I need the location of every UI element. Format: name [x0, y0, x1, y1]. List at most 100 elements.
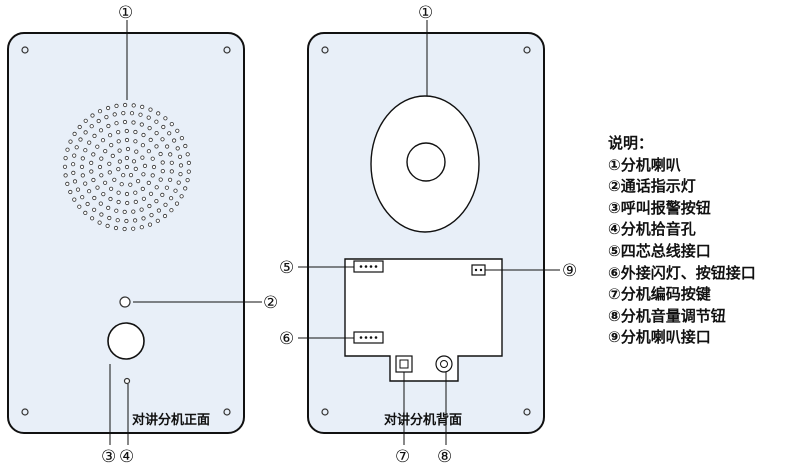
speaker-grill-hole: [97, 109, 103, 114]
speaker-grill-hole: [83, 210, 88, 215]
speaker-grill-hole: [65, 147, 70, 152]
speaker-grill-hole: [116, 130, 121, 135]
front-panel: 对讲分机正面: [7, 32, 245, 434]
speaker-grill-hole: [164, 185, 169, 190]
callout-1-front: ①: [118, 3, 133, 23]
screw-hole: [223, 408, 231, 416]
speaker-grill-hole: [119, 182, 124, 187]
speaker-grill-hole: [83, 130, 88, 135]
speaker-grill-hole: [63, 173, 68, 178]
front-panel-body: [7, 32, 245, 434]
code-button[interactable]: [395, 355, 413, 373]
speaker-grill-hole: [124, 218, 129, 224]
speaker-grill-hole: [109, 143, 114, 148]
callout-8: ⑧: [437, 447, 452, 467]
speaker-grill-hole: [139, 207, 144, 212]
speaker-grill-hole: [142, 163, 148, 168]
screw-hole: [21, 408, 29, 416]
speaker-grill-hole: [112, 177, 117, 182]
speaker-grill-hole: [80, 156, 85, 161]
speaker-grill-hole: [113, 225, 119, 231]
speaker-grill-hole: [167, 131, 172, 136]
speaker-grill-hole: [124, 137, 130, 143]
call-alarm-button[interactable]: [107, 322, 145, 360]
speaker-grill-hole: [110, 153, 115, 158]
speaker-grill-hole: [141, 196, 146, 201]
speaker-grill-hole: [168, 152, 173, 157]
volume-knob[interactable]: [435, 355, 453, 373]
speaker-grill-hole: [85, 201, 90, 207]
speaker-grill-hole: [121, 111, 126, 116]
speaker-grill-hole: [163, 116, 168, 121]
speaker-grill-hole: [141, 172, 146, 177]
speaker-grill-hole: [78, 137, 83, 142]
legend-item: ③呼叫报警按钮: [608, 198, 711, 217]
legend-item: ④分机拾音孔: [608, 220, 696, 239]
speaker-grill-hole: [124, 191, 130, 197]
speaker-grill-hole: [147, 222, 153, 227]
speaker-grill-hole: [100, 138, 106, 143]
speaker-grill-hole: [115, 218, 120, 223]
speaker-grill-hole: [92, 195, 97, 201]
callout-4: ④: [119, 447, 134, 467]
speaker-grill-hole: [83, 148, 88, 153]
speaker-grill-hole: [141, 132, 146, 138]
speaker-grill-hole: [99, 156, 104, 161]
speaker-grill-hole: [114, 103, 119, 109]
speaker-grill-hole: [150, 173, 155, 178]
speaker-grill-hole: [107, 170, 112, 175]
speaker-grill-hole: [71, 170, 76, 175]
speaker-grill-hole: [91, 152, 96, 157]
speaker-grill-hole: [114, 208, 119, 213]
legend: 说明： ①分机喇叭 ②通话指示灯 ③呼叫报警按钮 ④分机拾音孔 ⑤四芯总线接口 …: [608, 133, 756, 349]
legend-item: ②通话指示灯: [608, 177, 696, 196]
speaker-grill-hole: [186, 160, 191, 165]
speaker-grill-hole: [131, 209, 136, 214]
speaker-grill-hole: [72, 131, 77, 136]
speaker-grill-hole: [139, 122, 144, 127]
speaker-grill-hole: [75, 187, 81, 192]
speaker-grill-hole: [77, 204, 82, 209]
speaker-grill-hole: [133, 190, 138, 195]
speaker-grill-hole: [98, 201, 103, 206]
callout-5: ⑤: [279, 258, 294, 278]
speaker-grill-hole: [165, 144, 170, 149]
speaker-grill-hole: [169, 160, 174, 165]
speaker-grill-hole: [80, 195, 85, 200]
speaker-grill-hole: [106, 123, 111, 129]
speaker-grill-hole: [154, 199, 159, 204]
speaker-grill-hole: [177, 154, 183, 159]
speaker-grill-hole: [131, 226, 136, 231]
speaker-grill-hole: [175, 146, 180, 151]
back-panel-label: 对讲分机背面: [384, 412, 462, 428]
speaker-grill-hole: [140, 186, 145, 191]
speaker-grill-hole: [138, 112, 143, 117]
speaker-grill-hole: [72, 179, 78, 184]
speaker-grill-hole: [154, 119, 159, 124]
speaker-grill-hole: [99, 173, 104, 178]
speaker-grill-hole: [131, 120, 136, 125]
legend-title: 说明：: [608, 134, 654, 152]
speaker-grill-hole: [97, 164, 103, 170]
speaker-grill-hole: [151, 164, 157, 170]
call-indicator-light: [119, 296, 131, 308]
speaker-grill-hole: [129, 111, 135, 116]
speaker-grill: [62, 102, 191, 232]
speaker-grill-hole: [92, 207, 97, 212]
speaker-grill-hole: [169, 196, 174, 201]
speaker-grill-hole: [141, 216, 146, 221]
speaker-grill-hole: [146, 149, 151, 154]
speaker-grill-hole: [103, 180, 108, 185]
speaker-grill-hole: [116, 199, 121, 205]
speaker-grill-hole: [122, 209, 127, 214]
speaker-grill-hole: [160, 137, 165, 142]
speaker-connector: [471, 264, 486, 276]
screw-hole: [523, 46, 531, 54]
speaker-grill-hole: [124, 155, 130, 161]
speaker-grill-hole: [169, 169, 174, 174]
legend-item: ⑦分机编码按键: [608, 285, 711, 304]
speaker-grill-hole: [133, 199, 138, 204]
speaker-grill-hole: [168, 177, 173, 182]
speaker-grill-hole: [154, 144, 159, 149]
